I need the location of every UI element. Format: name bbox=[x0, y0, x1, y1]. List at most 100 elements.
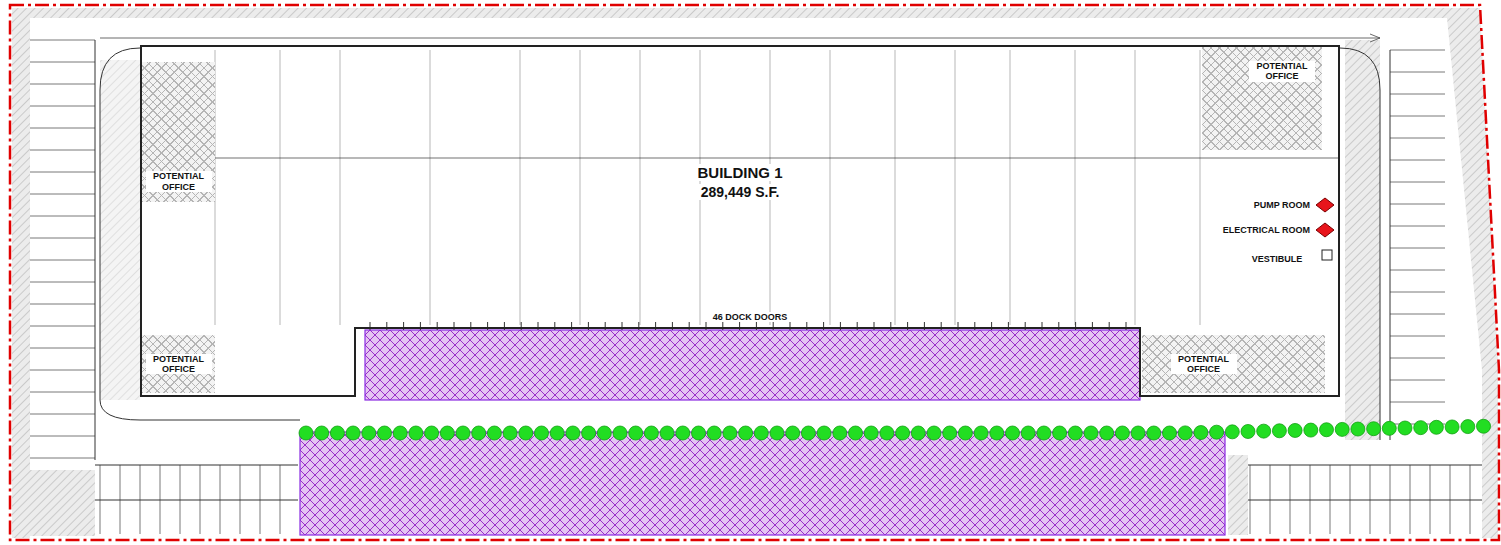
stall-divider bbox=[1248, 500, 1482, 501]
tree bbox=[1163, 426, 1177, 440]
tree bbox=[943, 426, 957, 440]
tree bbox=[440, 426, 454, 440]
tree bbox=[990, 426, 1004, 440]
stall-line bbox=[30, 414, 95, 415]
stall-line bbox=[30, 282, 95, 283]
tree bbox=[660, 426, 674, 440]
building-wall bbox=[141, 46, 1339, 396]
tree bbox=[817, 426, 831, 440]
tree bbox=[487, 426, 501, 440]
drive-arrow bbox=[1370, 34, 1380, 42]
plan-label-box: VESTIBULE bbox=[1250, 248, 1305, 266]
tree bbox=[958, 426, 972, 440]
stall-line bbox=[30, 62, 95, 63]
tree bbox=[393, 426, 407, 440]
stall-line bbox=[30, 238, 95, 239]
tree bbox=[692, 426, 706, 440]
stall-line bbox=[1390, 336, 1445, 337]
column-line bbox=[1200, 50, 1201, 325]
tree bbox=[1429, 420, 1443, 434]
room-diamond: ELECTRICAL ROOM bbox=[1215, 221, 1335, 239]
stall-line bbox=[30, 216, 95, 217]
stall-line bbox=[30, 172, 95, 173]
tree bbox=[535, 426, 549, 440]
room-diamond-shape bbox=[1315, 197, 1335, 213]
curb-line bbox=[95, 465, 298, 466]
column-line bbox=[1135, 50, 1136, 325]
tree bbox=[1147, 426, 1161, 440]
tree bbox=[911, 426, 925, 440]
parking-stalls bbox=[30, 40, 1482, 534]
tree bbox=[1272, 424, 1286, 438]
tree bbox=[1320, 423, 1334, 437]
stall-line bbox=[1390, 138, 1445, 139]
tree bbox=[1006, 426, 1020, 440]
office-area: POTENTIAL OFFICE bbox=[1142, 335, 1325, 393]
landscape-strips bbox=[12, 8, 1498, 538]
column-line bbox=[430, 50, 431, 325]
tree bbox=[707, 426, 721, 440]
room-diamond-shape bbox=[1316, 198, 1334, 212]
column-line bbox=[520, 50, 521, 325]
tree-row bbox=[299, 419, 1491, 440]
tree bbox=[1068, 426, 1082, 440]
column-line bbox=[830, 50, 831, 325]
tree bbox=[644, 426, 658, 440]
tree bbox=[974, 426, 988, 440]
tree bbox=[1367, 422, 1381, 436]
stall-line bbox=[30, 40, 95, 41]
stall-divider bbox=[95, 500, 298, 501]
office-label: POTENTIAL OFFICE bbox=[146, 171, 212, 192]
column-line bbox=[340, 50, 341, 325]
landscape-strip bbox=[1228, 455, 1248, 535]
tree bbox=[1084, 426, 1098, 440]
tree bbox=[927, 426, 941, 440]
stall-line bbox=[30, 84, 95, 85]
tree bbox=[1288, 423, 1302, 437]
column-line bbox=[640, 50, 641, 325]
tree bbox=[330, 426, 344, 440]
tree bbox=[1304, 423, 1318, 437]
tree bbox=[770, 426, 784, 440]
tree bbox=[1414, 421, 1428, 435]
landscape-strip bbox=[1345, 40, 1380, 440]
tree bbox=[1037, 426, 1051, 440]
drive-line bbox=[100, 38, 1380, 39]
stall-line bbox=[1390, 94, 1445, 95]
tree bbox=[315, 426, 329, 440]
stall-line bbox=[30, 150, 95, 151]
column-line bbox=[895, 50, 896, 325]
stall-line bbox=[1390, 226, 1445, 227]
landscape-strip bbox=[12, 8, 30, 538]
building-area: 289,449 S.F. bbox=[699, 184, 782, 200]
landscape-strip bbox=[30, 8, 1470, 18]
office-area: POTENTIAL OFFICE bbox=[142, 335, 215, 393]
room-label: ELECTRICAL ROOM bbox=[1221, 225, 1312, 235]
stall-line bbox=[30, 260, 95, 261]
tree bbox=[1241, 424, 1255, 438]
tree bbox=[613, 426, 627, 440]
room-label: PUMP ROOM bbox=[1252, 200, 1312, 210]
stall-line bbox=[30, 348, 95, 349]
tree bbox=[801, 426, 815, 440]
tree bbox=[566, 426, 580, 440]
stall-line bbox=[30, 326, 95, 327]
stall-line bbox=[30, 392, 95, 393]
tree bbox=[1257, 424, 1271, 438]
room-diamond-shape bbox=[1316, 223, 1334, 237]
stall-line bbox=[30, 106, 95, 107]
office-area: POTENTIAL OFFICE bbox=[1202, 47, 1322, 150]
tree bbox=[676, 426, 690, 440]
tree bbox=[1178, 426, 1192, 440]
tree bbox=[1351, 422, 1365, 436]
stall-line bbox=[1390, 160, 1445, 161]
tree bbox=[362, 426, 376, 440]
tree bbox=[597, 426, 611, 440]
building-label: BUILDING 1289,449 S.F. bbox=[140, 163, 1340, 202]
stall-line bbox=[1390, 50, 1445, 51]
tree bbox=[346, 426, 360, 440]
dimension-line bbox=[215, 158, 1340, 159]
landscape-strip bbox=[100, 60, 140, 400]
column-line bbox=[1075, 50, 1076, 325]
office-label: POTENTIAL OFFICE bbox=[146, 354, 212, 375]
